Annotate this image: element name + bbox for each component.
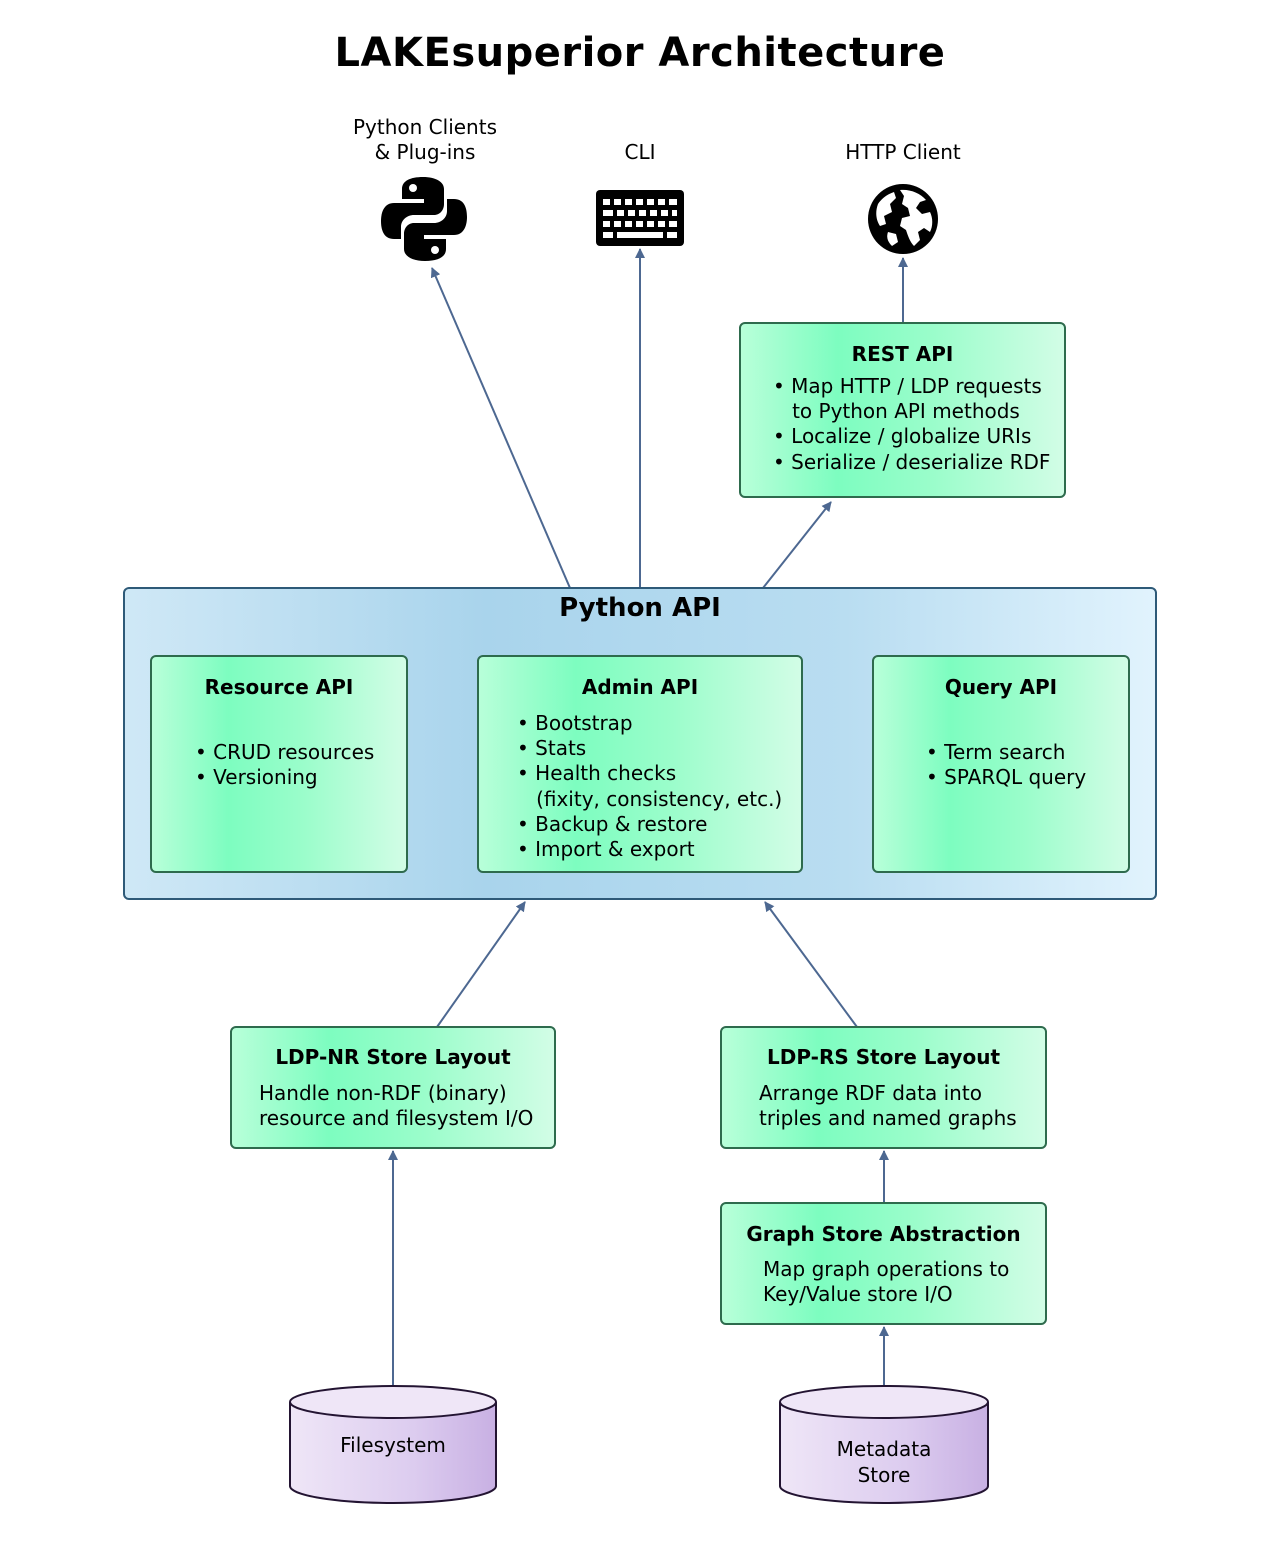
rest-api-description: • Map HTTP / LDP requests to Python API … <box>773 374 1051 474</box>
python-api-title: Python API <box>559 593 721 623</box>
arrow-ldp-nr-to-python-api <box>436 901 526 1028</box>
globe-icon <box>868 184 938 254</box>
rest-api-title: REST API <box>851 342 954 366</box>
ldp-nr-title: LDP-NR Store Layout <box>275 1045 511 1069</box>
graph-store-title: Graph Store Abstraction <box>746 1222 1021 1246</box>
cli-label: CLI <box>624 140 656 164</box>
arrow-python-api-to-python-clients <box>430 267 571 589</box>
graph-store-description: Map graph operations to Key/Value store … <box>763 1257 1010 1307</box>
python-clients-label: Python Clients & Plug-ins <box>352 115 497 164</box>
metadata-store-cylinder <box>779 1385 989 1504</box>
ldp-rs-store-layout-box: LDP-RS Store Layout Arrange RDF data int… <box>720 1026 1047 1149</box>
arrow-python-api-to-rest-api <box>762 501 832 589</box>
resource-api-description: • CRUD resources • Versioning <box>195 740 375 790</box>
admin-api-box: Admin API • Bootstrap • Stats • Health c… <box>477 655 803 873</box>
http-client-label: HTTP Client <box>845 140 961 164</box>
metadata-store-label: Metadata Store <box>836 1437 932 1487</box>
query-api-title: Query API <box>944 675 1058 699</box>
admin-api-description: • Bootstrap • Stats • Health checks (fix… <box>517 711 783 862</box>
rest-api-box: REST API • Map HTTP / LDP requests to Py… <box>739 322 1066 498</box>
resource-api-title: Resource API <box>204 675 354 699</box>
ldp-nr-store-layout-box: LDP-NR Store Layout Handle non-RDF (bina… <box>230 1026 556 1149</box>
filesystem-cylinder <box>289 1385 497 1504</box>
keyboard-icon <box>596 190 684 246</box>
ldp-rs-description: Arrange RDF data into triples and named … <box>759 1081 1017 1131</box>
python-logo-icon <box>381 177 467 261</box>
graph-store-abstraction-box: Graph Store Abstraction Map graph operat… <box>720 1202 1047 1325</box>
filesystem-label: Filesystem <box>340 1433 446 1457</box>
diagram-title: LAKEsuperior Architecture <box>334 30 946 76</box>
arrow-ldp-rs-to-python-api <box>764 901 858 1028</box>
ldp-rs-title: LDP-RS Store Layout <box>766 1045 1001 1069</box>
resource-api-box: Resource API • CRUD resources • Versioni… <box>150 655 408 873</box>
admin-api-title: Admin API <box>581 675 699 699</box>
query-api-description: • Term search • SPARQL query <box>926 740 1087 790</box>
query-api-box: Query API • Term search • SPARQL query <box>872 655 1130 873</box>
ldp-nr-description: Handle non-RDF (binary) resource and fil… <box>259 1081 534 1131</box>
